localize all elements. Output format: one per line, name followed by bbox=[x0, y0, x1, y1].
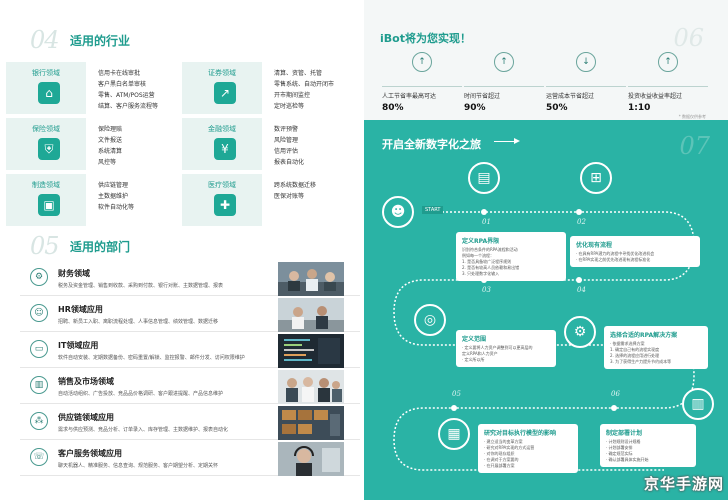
code-screen-photo bbox=[278, 334, 344, 368]
industry-label: 制造领域 bbox=[32, 181, 60, 189]
section-number: 04 bbox=[30, 26, 60, 54]
finance-icon: ¥ bbox=[214, 138, 236, 160]
building-icon: ▥ bbox=[682, 388, 714, 420]
stat-time-saving: ↑ 时间节省超过 90% bbox=[464, 52, 544, 113]
robot-icon: ☻ bbox=[382, 196, 414, 228]
analytics-icon: ▦ bbox=[438, 418, 470, 450]
arrow-up-icon: ↑ bbox=[412, 52, 432, 72]
industry-item-securities: 证券领域 ↗ 清算、资管、托管 零售系统、自动开闭市 开市期间监控 定时巡检等 bbox=[182, 62, 354, 114]
industry-label: 保险领域 bbox=[32, 125, 60, 133]
department-row-it: ▭ IT领域应用 软件自动安装、定期数据备份、密码重置/解锁、监控报警、邮件分发… bbox=[20, 334, 360, 368]
arrow-up-icon: ↑ bbox=[658, 52, 678, 72]
stat-labor-saving: ↑ 人工节省率最高可达 80% bbox=[382, 52, 462, 113]
department-section-header: 05 适用的部门 bbox=[30, 232, 130, 260]
step-define-boundary: 定义RPA界限 识别符合条件的RPA流程和活动 例如每一个流程： 1. 是否具备… bbox=[456, 232, 566, 281]
start-label: START bbox=[422, 206, 444, 214]
industry-item-insurance: 保险领域 ⛨ 保险理赔 文件报送 系统清算 风控等 bbox=[6, 118, 178, 170]
section-number: 06 bbox=[673, 24, 704, 52]
journey-title: 开启全新数字化之旅 bbox=[382, 138, 481, 151]
person-icon: ☺ bbox=[30, 304, 48, 322]
section-title: 适用的部门 bbox=[70, 239, 131, 254]
department-row-customer-service: ☏ 客户服务领域应用 聊天机器人、精准服务、信息查询、规范服务、客户期望分析、定… bbox=[20, 442, 360, 476]
chart-icon: ↗ bbox=[214, 82, 236, 104]
meeting-photo bbox=[278, 262, 344, 296]
bank-icon: ⌂ bbox=[38, 82, 60, 104]
department-row-supply-chain: ⁂ 供应链领域应用 需求与供应预测、竞品分析、订单录入、库存管理、主数据维护、报… bbox=[20, 406, 360, 440]
industry-item-bank: 银行领域 ⌂ 信用卡在线审批 客户黑白名单审核 零售、ATM/POS运营 结算、… bbox=[6, 62, 178, 114]
industry-item-finance: 金融领域 ¥ 数评预警 风险管理 信用评估 报表自动化 bbox=[182, 118, 354, 170]
finance-gear-icon: ⚙ bbox=[30, 268, 48, 286]
arrow-up-icon: ↑ bbox=[494, 52, 514, 72]
call-center-photo bbox=[278, 442, 344, 476]
step-define-scope: 定义范围 · 定义要将人力资产调整到可以更高层的 定义RPA和人力资产 · 定义… bbox=[456, 330, 556, 367]
industry-label: 金融领域 bbox=[208, 125, 236, 133]
section-number: 07 bbox=[679, 132, 710, 160]
chart-icon: ▥ bbox=[30, 376, 48, 394]
industry-lines: 保险理赔 文件报送 系统清算 风控等 bbox=[98, 126, 123, 166]
industry-item-medical: 医疗领域 ✚ 跨系统数据迁移 医保对账等 bbox=[182, 174, 354, 226]
network-icon: ⁂ bbox=[30, 412, 48, 430]
left-page: 04 适用的行业 银行领域 ⌂ 信用卡在线审批 客户黑白名单审核 零售、ATM/… bbox=[6, 26, 360, 476]
industry-lines: 清算、资管、托管 零售系统、自动开闭市 开市期间监控 定时巡检等 bbox=[274, 70, 335, 110]
box-icon: ▣ bbox=[38, 194, 60, 216]
department-row-hr: ☺ HR领域应用 招聘、新员工入职、离职流程处理、人事信息管理、绩效管理、数据迁… bbox=[20, 298, 360, 332]
industry-lines: 信用卡在线审批 客户黑白名单审核 零售、ATM/POS运营 结算、客户服务流程等 bbox=[98, 70, 159, 110]
industry-label: 银行领域 bbox=[32, 69, 60, 77]
warehouse-photo bbox=[278, 406, 344, 440]
ibot-panel: iBot将为您实现！ 06 ↑ 人工节省率最高可达 80% ↑ 时间节省超过 9… bbox=[364, 0, 728, 120]
arrow-right-icon bbox=[494, 141, 518, 142]
industry-lines: 跨系统数据迁移 医保对账等 bbox=[274, 182, 317, 200]
solution-icon: ⚙ bbox=[564, 316, 596, 348]
flowchart-icon: ⊞ bbox=[580, 162, 612, 194]
industry-lines: 供应链管理 主数据维护 软件自动化等 bbox=[98, 182, 135, 211]
section-number: 05 bbox=[30, 232, 60, 260]
industry-item-manufacturing: 制造领域 ▣ 供应链管理 主数据维护 软件自动化等 bbox=[6, 174, 178, 226]
industry-label: 证券领域 bbox=[208, 69, 236, 77]
arrow-down-icon: ↓ bbox=[576, 52, 596, 72]
section-title: 适用的行业 bbox=[70, 33, 131, 48]
industry-section-header: 04 适用的行业 bbox=[30, 26, 130, 54]
step-choose-solution: 选择合适的RPA解决方案 · 依据需求选择方案 1. 确定自己有的流程实现度 2… bbox=[604, 326, 708, 369]
stat-cost-saving: ↓ 运营成本节省超过 50% bbox=[546, 52, 626, 113]
watermark-logo: 京华手游网 bbox=[643, 475, 724, 493]
ibot-title: iBot将为您实现！ bbox=[380, 32, 471, 45]
shield-icon: ⛨ bbox=[38, 138, 60, 160]
footnote: * 数据仅供参考 bbox=[678, 114, 706, 119]
right-page: iBot将为您实现！ 06 ↑ 人工节省率最高可达 80% ↑ 时间节省超过 9… bbox=[364, 0, 728, 500]
department-row-sales: ▥ 销售及市场领域 自动活动组织、广告投放、竞品品价格调研、客户跟进提醒、产品信… bbox=[20, 370, 360, 404]
browser-icon: ▤ bbox=[468, 162, 500, 194]
industry-lines: 数评预警 风险管理 信用评估 报表自动化 bbox=[274, 126, 305, 166]
stat-roi: ↑ 投资收益收益率超过 1:10 bbox=[628, 52, 708, 113]
step-optimize-process: 优化现有流程 · 在具有RPA潜力的流程中寻找优化改进机会 · 在RPA实现之前… bbox=[570, 236, 700, 267]
industry-label: 医疗领域 bbox=[208, 181, 236, 189]
target-icon: ◎ bbox=[414, 304, 446, 336]
office-photo bbox=[278, 298, 344, 332]
step-research-impact: 研究对目标执行模型的影响 · 建立适当的变革方案 · 研究对RPA实现的方式运营… bbox=[478, 424, 578, 473]
department-row-finance: ⚙ 财务领域 税务及资金管理、销售到收款、采购到付款、银行对账、主数据管理、报表 bbox=[20, 262, 360, 296]
step-deployment-plan: 制定部署计划 · 计划规则设计规格 · 计划部署安排 · 确定规范实际 · 确认… bbox=[600, 424, 696, 467]
headset-icon: ☏ bbox=[30, 448, 48, 466]
medical-icon: ✚ bbox=[214, 194, 236, 216]
team-photo bbox=[278, 370, 344, 404]
monitor-icon: ▭ bbox=[30, 340, 48, 358]
